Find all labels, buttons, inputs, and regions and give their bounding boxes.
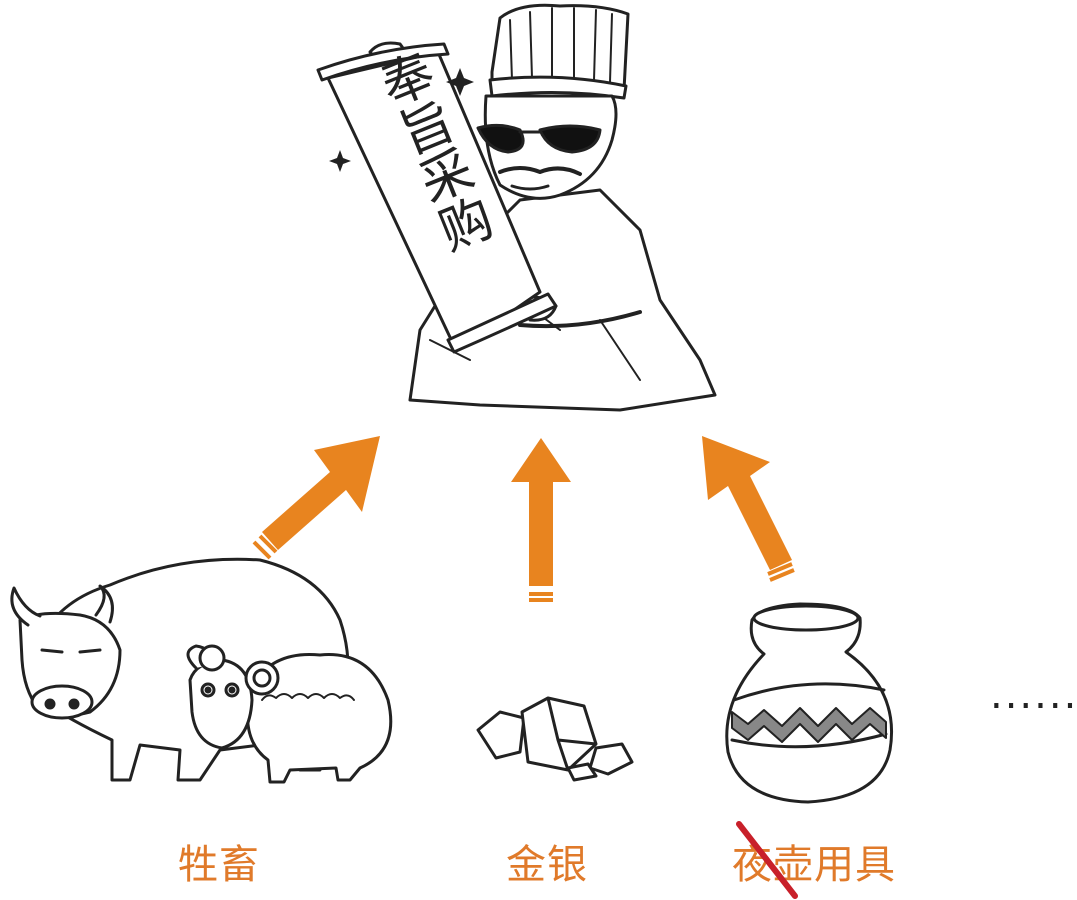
arrow-middle-icon: [511, 438, 571, 602]
arrow-right-icon: [702, 436, 795, 582]
sunglasses-icon: [476, 123, 602, 154]
strikethrough-mark: [736, 821, 798, 899]
official-face: [483, 94, 618, 200]
decree-scroll: [316, 42, 558, 354]
gold-silver-icon: [476, 696, 634, 782]
jar-icon: [725, 602, 894, 804]
arrow-left-icon: [252, 436, 380, 560]
label-gold-silver: 金银: [506, 842, 588, 888]
jar-zigzag-band: [731, 707, 887, 743]
label-livestock: 牲畜: [178, 842, 260, 888]
sparkle-icon: [329, 68, 474, 172]
ellipsis-text: ......: [990, 672, 1077, 718]
ram-icon: [186, 644, 393, 784]
